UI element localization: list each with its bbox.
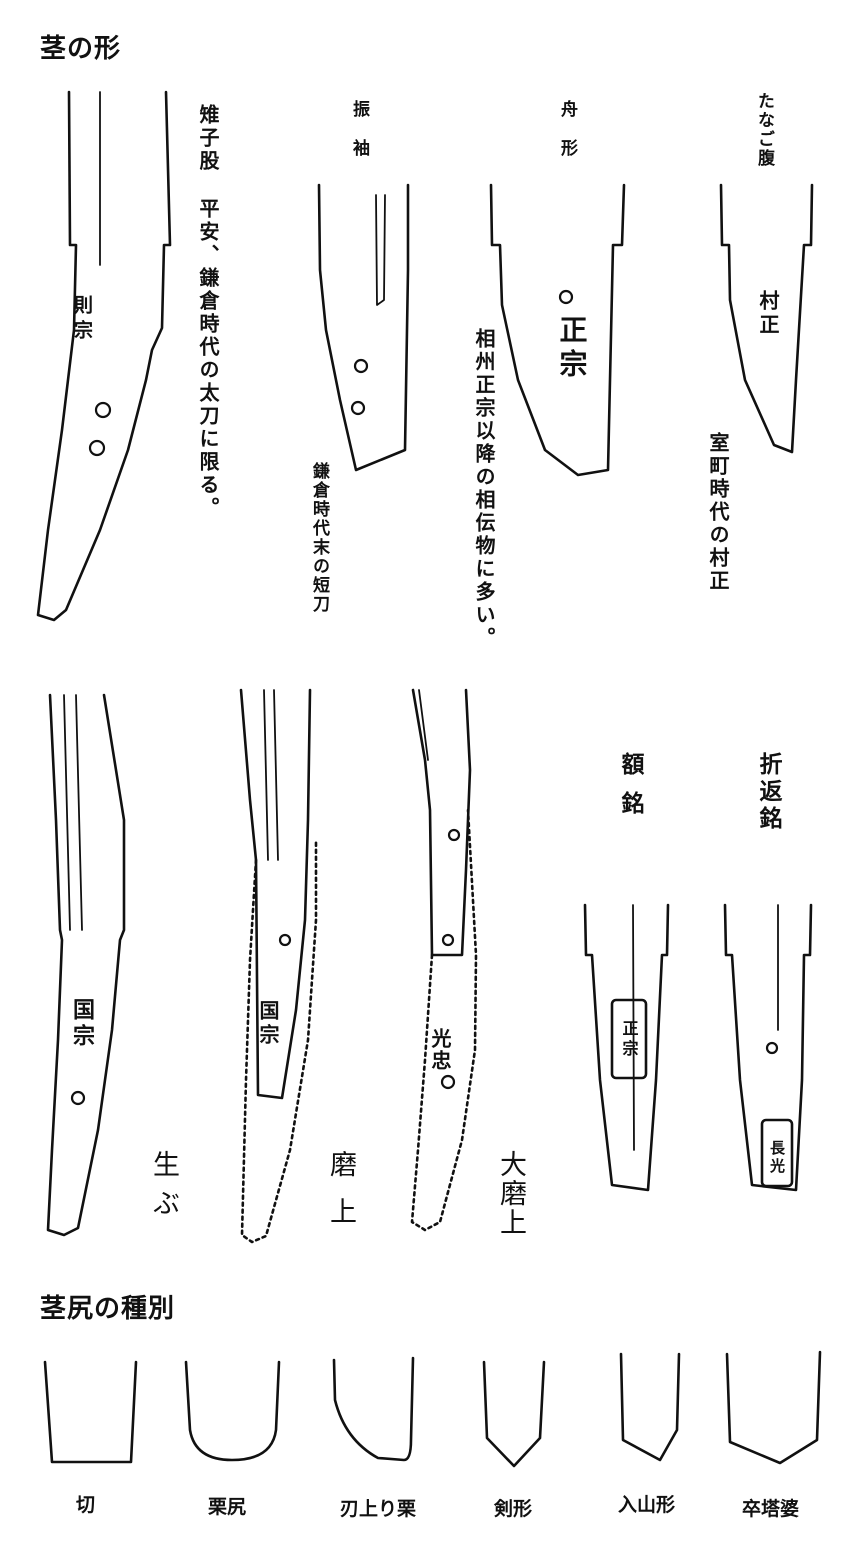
- section-heading-shapes: 茎の形: [40, 34, 122, 64]
- tip-kengata-drawing: [482, 1360, 546, 1468]
- label-funagata: 舟形: [557, 100, 577, 178]
- tip-iriyamagata-drawing: [619, 1352, 681, 1462]
- note-furisode: 鎌倉時代末の短刀: [309, 462, 329, 614]
- section-heading-tips: 茎尻の種別: [40, 1294, 176, 1324]
- kijimomo-inscription: 則宗: [71, 295, 93, 345]
- tip-kurijiri-drawing: [184, 1360, 281, 1462]
- tip-caption-kiri: 切: [76, 1494, 96, 1516]
- tanagobara-inscription: 村正: [756, 290, 780, 338]
- suriage-inscription: 国宗: [256, 1000, 280, 1048]
- tanagobara-tang-drawing: 村正: [719, 183, 814, 454]
- note-funagata: 相州正宗以降の相伝物に多い。: [472, 328, 496, 650]
- osuriage-inscription: 光忠: [428, 1028, 452, 1072]
- tip-caption-kengata: 剣形: [494, 1498, 533, 1520]
- label-osuriage: 大磨上: [495, 1150, 526, 1237]
- osuriage-tang-drawing: 光忠: [410, 688, 478, 1232]
- funagata-tang-drawing: 正宗: [489, 183, 626, 477]
- tip-caption-sotoba: 卒塔婆: [742, 1498, 800, 1520]
- tip-caption-kurijiri: 栗尻: [208, 1496, 247, 1518]
- gakumei-inscription: 正宗: [620, 1020, 639, 1060]
- orikaeshimei-inscription: 長光: [768, 1140, 786, 1176]
- label-kijimomo: 雉子股: [196, 104, 220, 173]
- kijimomo-tang-drawing: 則宗: [36, 90, 172, 622]
- note-tanagobara: 室町時代の村正: [706, 432, 730, 593]
- furisode-tang-drawing: [317, 183, 410, 472]
- label-gakumei: 額銘: [617, 752, 643, 830]
- orikaeshimei-tang-drawing: 長光: [723, 903, 813, 1192]
- ubu-inscription: 国宗: [69, 998, 95, 1050]
- label-furisode: 振袖: [349, 100, 369, 178]
- ubu-tang-drawing: 国宗: [46, 693, 126, 1237]
- tip-hagari-kuri-drawing: [332, 1356, 415, 1462]
- note-kijimomo: 平安、鎌倉時代の太刀に限る。: [196, 198, 220, 520]
- label-orikaeshimei: 折返銘: [755, 752, 781, 833]
- label-ubu: 生ぶ: [148, 1150, 179, 1228]
- funagata-inscription: 正宗: [556, 315, 589, 383]
- suriage-tang-drawing: 国宗: [239, 688, 318, 1244]
- tip-kiri-drawing: [43, 1360, 138, 1464]
- tip-caption-iriyamagata: 入山形: [618, 1494, 676, 1516]
- tip-sotoba-drawing: [725, 1350, 822, 1465]
- tip-caption-hagari-kuri: 刃上り栗: [340, 1498, 417, 1520]
- gakumei-tang-drawing: 正宗: [583, 903, 670, 1192]
- label-suriage: 磨上: [325, 1150, 356, 1244]
- label-tanagobara: たなご腹: [754, 92, 774, 168]
